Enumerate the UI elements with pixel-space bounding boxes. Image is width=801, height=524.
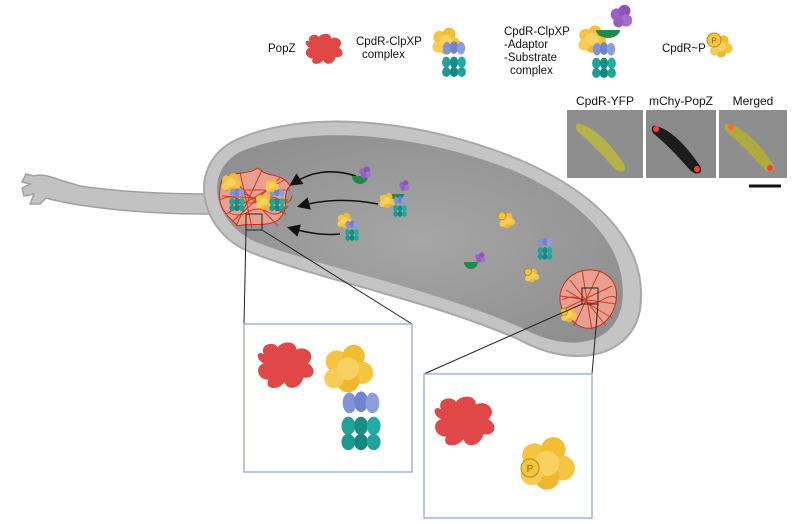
legend-adaptor-substrate-icon [578,4,633,78]
legend-popz-icon [305,33,343,64]
legend-complex-line2: complex [362,49,405,61]
legend-p-symbol: P [711,37,716,46]
legend-adaptor-line4: complex [510,65,553,77]
cell-stalk [20,173,215,215]
inset-old-pole [243,323,413,473]
zoom-lines [243,213,599,375]
legend-popz-label: PopZ [268,43,296,55]
legend-adaptor-line1: CpdR-ClpXP [504,26,570,38]
micrograph-merged [719,110,787,178]
legend-complex-label: CpdR-ClpXP complex [356,36,422,62]
micrograph-title-mchy: mChy-PopZ [648,94,713,108]
legend-adaptor-line3: -Substrate [504,52,558,64]
legend-complex-line1: CpdR-ClpXP [356,36,422,48]
cytoplasmic-molecules [337,166,553,283]
recruitment-arrows [286,171,379,237]
inset-new-pole: P [423,373,593,519]
legend-complex-icon [432,27,466,77]
micrograph-title-yfp: CpdR-YFP [575,94,634,108]
legend-cpdrp-icon: P [706,32,733,58]
legend-adaptor-label: CpdR-ClpXP -Adaptor -Substrate complex [504,26,570,78]
cell-body [203,120,643,357]
legend-cpdrp-label: CpdR~P [662,43,706,55]
legend-adaptor-line2: -Adaptor [504,39,549,51]
micrograph-mchy [646,110,716,178]
micrograph-title-merged: Merged [732,94,774,108]
micrograph-yfp [567,110,643,178]
inset-p-symbol: P [527,464,534,475]
